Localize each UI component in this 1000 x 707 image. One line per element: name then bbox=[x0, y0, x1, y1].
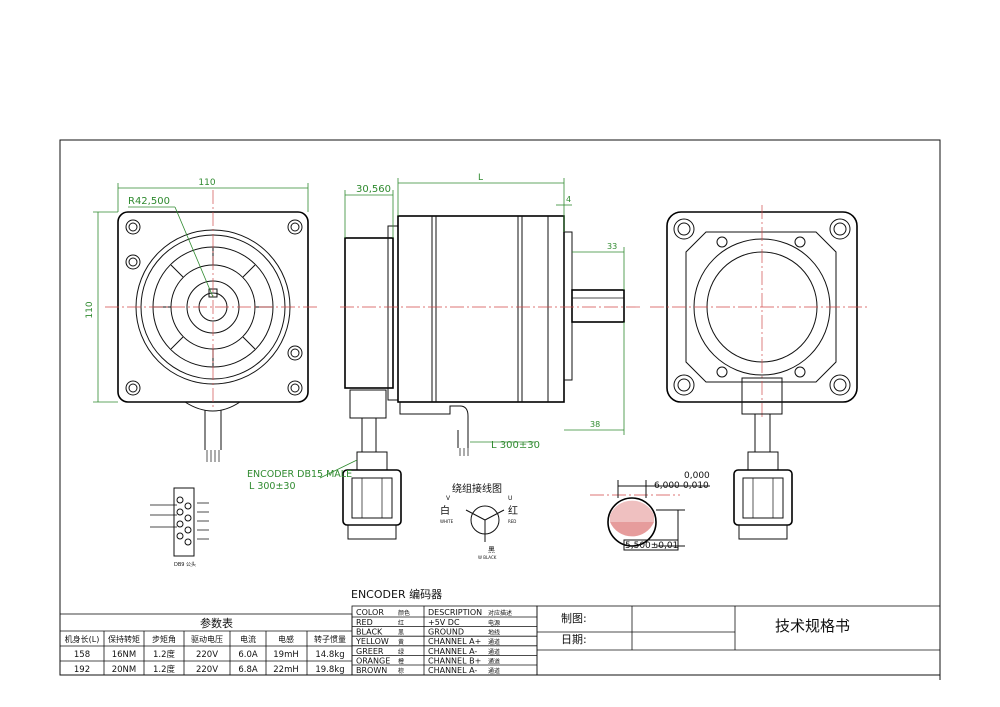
wire-cell: CHANNEL A- bbox=[428, 647, 477, 656]
dim-30-560: 30,560 bbox=[356, 184, 391, 195]
winding-red-cn: 红 bbox=[508, 504, 518, 517]
wire-cell: GROUND bbox=[428, 628, 464, 637]
front-view bbox=[105, 190, 320, 462]
wire-cell: YELLOW bbox=[355, 637, 389, 646]
encoder-title: ENCODER 编码器 bbox=[351, 587, 442, 601]
wire-cell: RED bbox=[356, 618, 373, 627]
winding-title: 绕组接线图 bbox=[452, 482, 502, 495]
wire-header: 对应描述 bbox=[488, 609, 512, 617]
wire-color-table: COLOR 颜色 DESCRIPTION 对应描述 RED 红 +5V DC 电源 BLACK 黑… bbox=[351, 605, 538, 676]
rear-view bbox=[650, 205, 870, 540]
wire-cell: 电源 bbox=[488, 619, 500, 627]
param-table-title: 参数表 bbox=[200, 616, 233, 630]
wire-cell: 通道 bbox=[488, 648, 500, 656]
date-label: 日期: bbox=[561, 633, 587, 646]
shaft-key-section: 0,000 6,000-0,010 5,500±0,01 bbox=[590, 471, 710, 551]
param-header: 步矩角 bbox=[152, 634, 176, 644]
dsub-pinout: DB9 公头 bbox=[150, 487, 209, 568]
wire-header: COLOR bbox=[356, 608, 384, 617]
wire-cell: 地线 bbox=[488, 629, 500, 637]
wire-cell: 通道 bbox=[488, 657, 500, 665]
key-tol-top: 0,000 bbox=[684, 471, 710, 481]
winding-v: V bbox=[446, 495, 451, 502]
winding-black-cn: 黑 bbox=[488, 546, 495, 554]
dim-33: 33 bbox=[607, 242, 617, 251]
dim-height-110: 110 bbox=[85, 301, 95, 318]
param-cell: 19.8kg bbox=[315, 665, 344, 675]
wire-cell: 黄 bbox=[398, 638, 404, 646]
key-dim: 5,500±0,01 bbox=[625, 541, 678, 551]
param-cell: 16NM bbox=[112, 650, 137, 660]
doc-title: 技术规格书 bbox=[775, 617, 850, 635]
encoder-db15-label: ENCODER DB15 MALE bbox=[247, 469, 352, 480]
title-block: 制图: 日期: 技术规格书 bbox=[536, 605, 941, 676]
wire-cell: CHANNEL A- bbox=[428, 666, 477, 675]
wire-cell: ORANGE bbox=[356, 656, 390, 665]
param-header: 电流 bbox=[240, 634, 256, 644]
param-cell: 192 bbox=[74, 665, 90, 675]
wire-cell: BROWN bbox=[356, 666, 387, 675]
param-cell: 1.2度 bbox=[153, 649, 176, 660]
drawing-frame bbox=[59, 139, 941, 676]
winding-red-en: RED bbox=[508, 519, 516, 524]
wire-cell: 通道 bbox=[488, 638, 500, 646]
param-cell: 6.8A bbox=[238, 665, 258, 675]
param-cell: 220V bbox=[196, 650, 218, 660]
param-cell: 1.2度 bbox=[153, 664, 176, 675]
winding-white-en: WHITE bbox=[440, 519, 454, 524]
param-cell: 14.8kg bbox=[315, 650, 344, 660]
param-cell: 19mH bbox=[273, 650, 299, 660]
winding-u: U bbox=[508, 495, 512, 502]
wire-cell: GREER bbox=[356, 647, 384, 656]
wire-cell: 红 bbox=[398, 619, 404, 627]
key-tol-bottom: 6,000-0,010 bbox=[654, 481, 709, 491]
front-view-dimensions: 110 110 R42,500 bbox=[85, 178, 309, 403]
wire-cell: CHANNEL A+ bbox=[428, 637, 481, 646]
wire-cell: 绿 bbox=[398, 648, 404, 656]
dim-width-110: 110 bbox=[198, 178, 215, 188]
param-cell: 20NM bbox=[112, 665, 137, 675]
wire-header: DESCRIPTION bbox=[428, 608, 482, 617]
winding-black-en: W BLACK bbox=[478, 555, 497, 560]
dim-4: 4 bbox=[566, 195, 571, 204]
wire-cell: 橙 bbox=[398, 657, 404, 665]
parameter-table: 参数表 机身长(L) 保持转矩 步矩角 驱动电压 电流 电感 转子惯量 158 16NM 1.2度… bbox=[59, 613, 353, 676]
param-header: 转子惯量 bbox=[314, 634, 346, 644]
made-by-label: 制图: bbox=[561, 612, 587, 625]
wire-cell: 黑 bbox=[398, 630, 404, 637]
wire-header: 颜色 bbox=[398, 609, 410, 617]
param-cell: 6.0A bbox=[238, 650, 258, 660]
param-header: 机身长(L) bbox=[65, 634, 100, 644]
param-header: 保持转矩 bbox=[108, 634, 140, 644]
dsub-caption: DB9 公头 bbox=[174, 561, 196, 568]
param-cell: 220V bbox=[196, 665, 218, 675]
dim-radius: R42,500 bbox=[128, 196, 170, 207]
dim-38: 38 bbox=[590, 420, 600, 429]
param-cell: 158 bbox=[74, 650, 90, 660]
wire-cell: BLACK bbox=[356, 628, 383, 637]
param-header: 电感 bbox=[278, 634, 294, 644]
side-view-dimensions: 30,560 L 4 33 38 L 300±30 ENCODER DB15 M… bbox=[247, 173, 625, 492]
param-cell: 22mH bbox=[273, 665, 299, 675]
lead-length-left: L 300±30 bbox=[249, 481, 296, 492]
wire-cell: 通道 bbox=[488, 667, 500, 675]
dim-length-L: L bbox=[478, 173, 483, 183]
wire-cell: CHANNEL B+ bbox=[428, 656, 481, 665]
wire-cell: +5V DC bbox=[428, 618, 460, 627]
lead-length-right: L 300±30 bbox=[491, 440, 540, 451]
wire-cell: 棕 bbox=[398, 667, 404, 675]
winding-diagram: 绕组接线图 V U 白 WHITE 红 RED 黑 W BLACK bbox=[440, 482, 518, 560]
winding-white-cn: 白 bbox=[440, 504, 450, 517]
param-header: 驱动电压 bbox=[191, 634, 223, 644]
